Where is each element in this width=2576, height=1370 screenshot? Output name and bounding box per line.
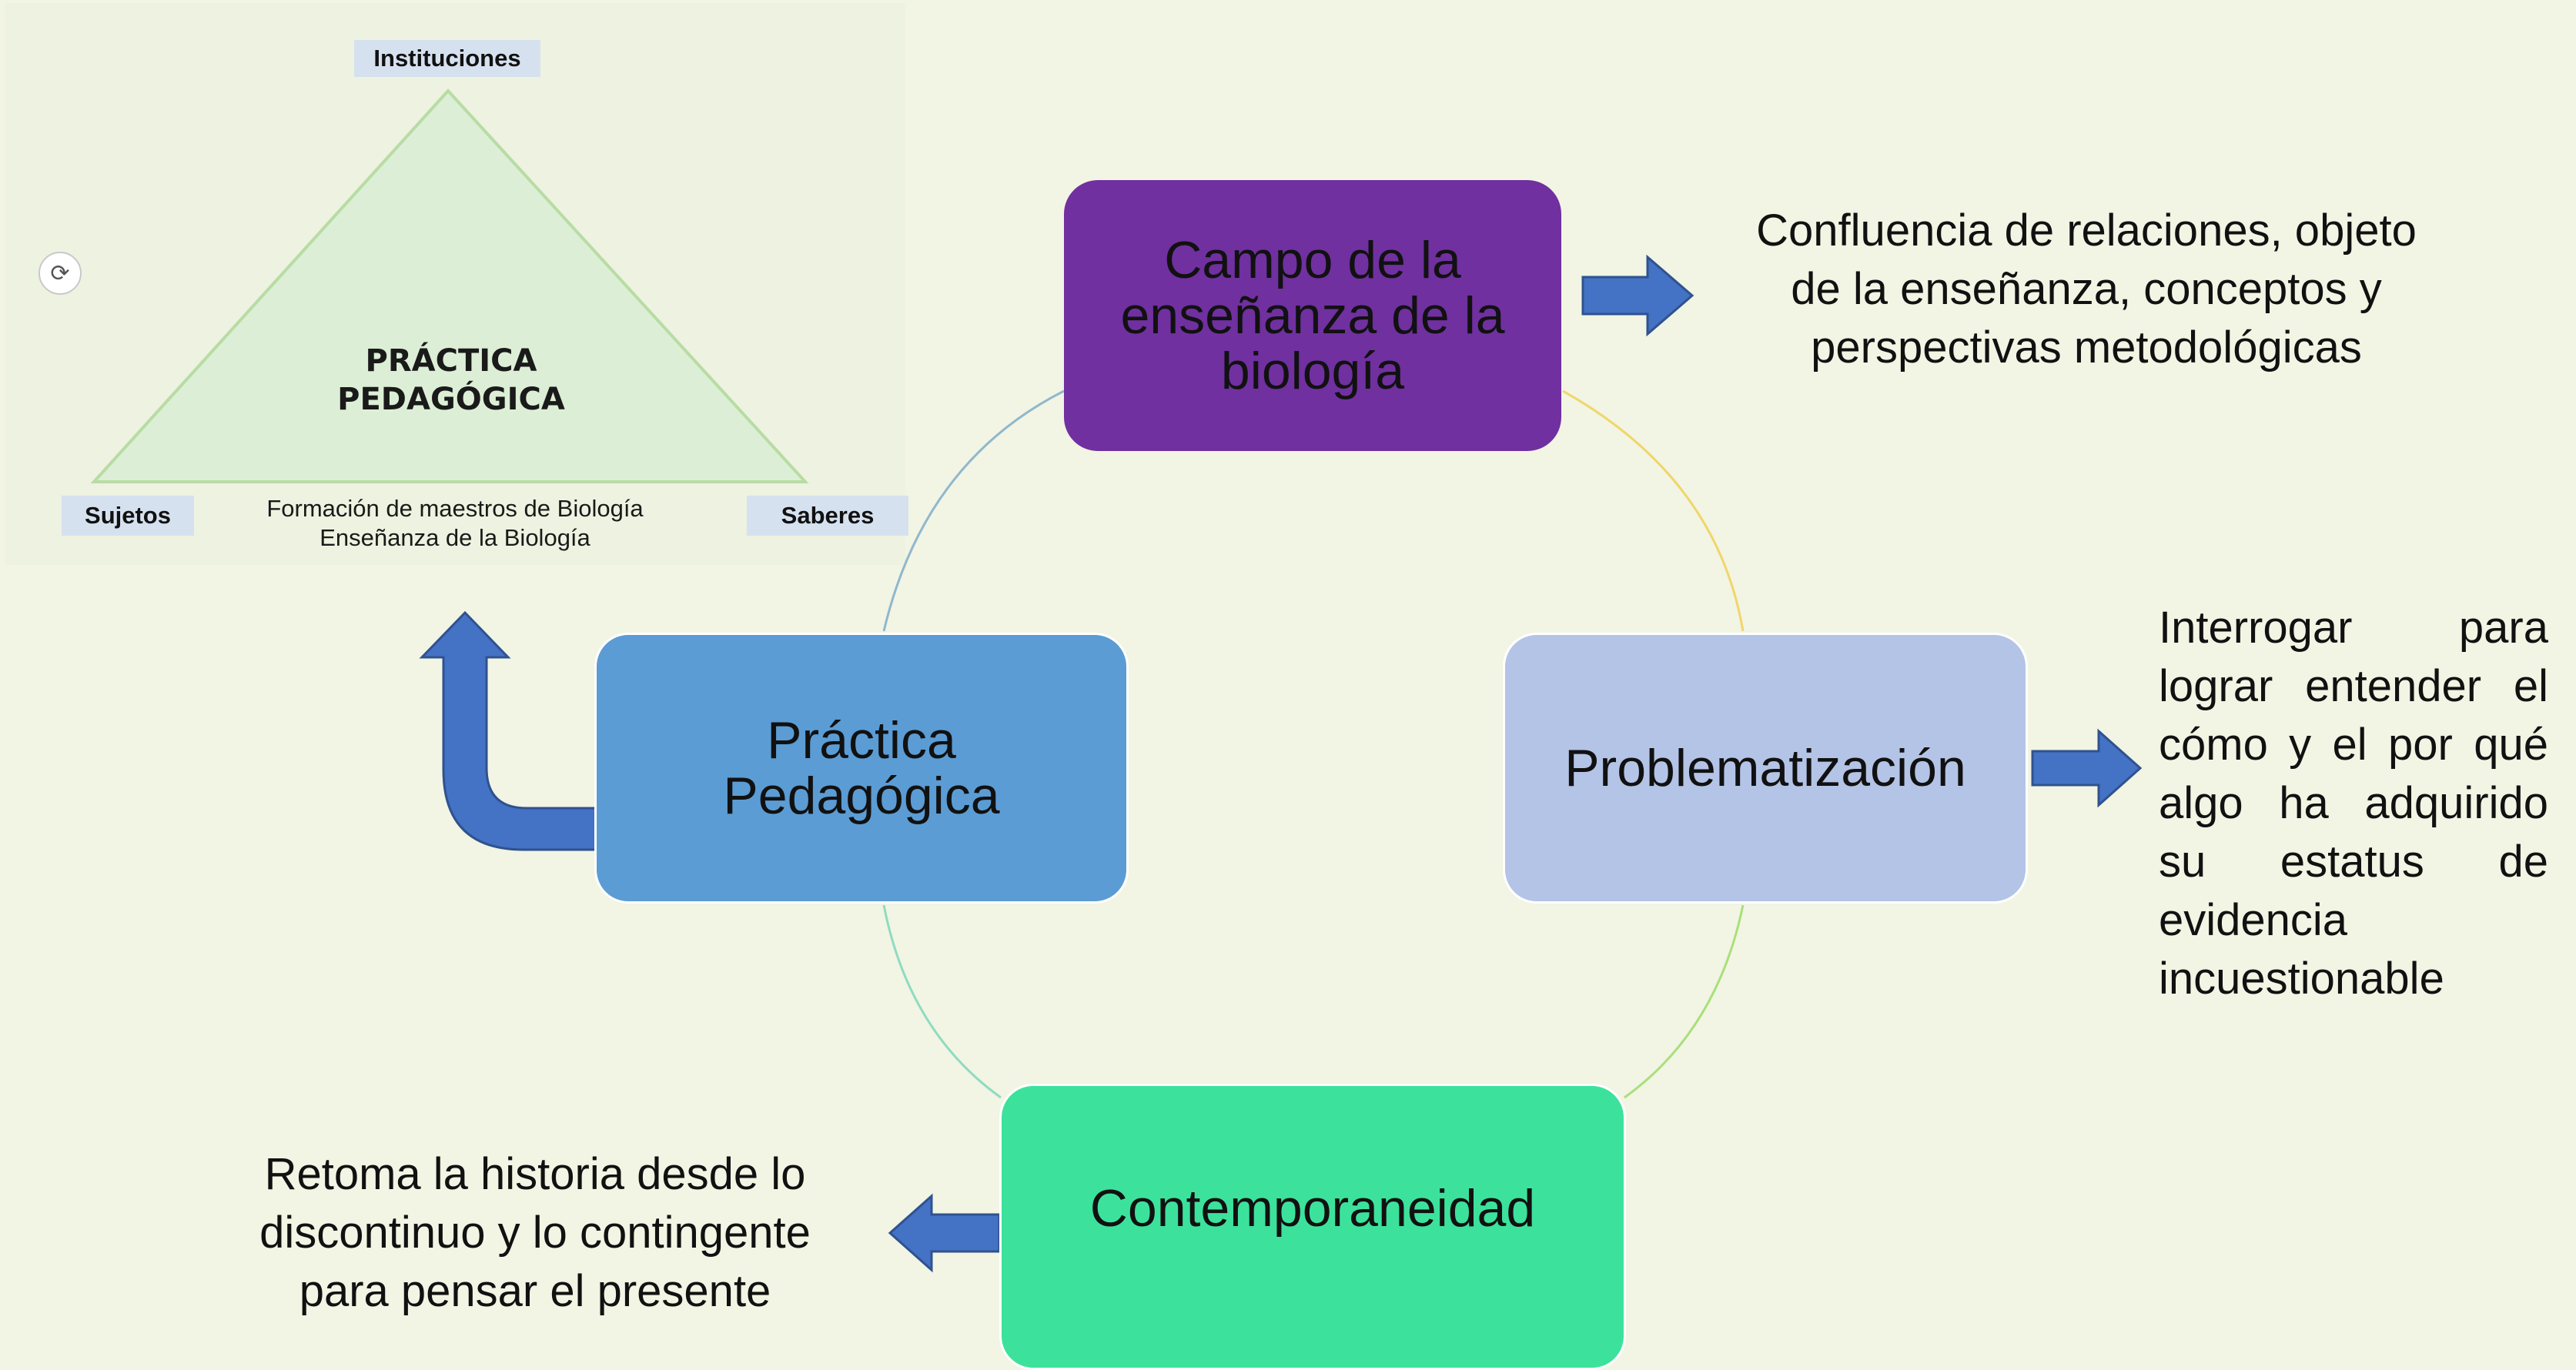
bottom-line-1: Formación de maestros de Biología: [266, 495, 644, 522]
arrow-right-problematizacion-icon: [2031, 728, 2143, 808]
node-campo-label: Campo de la enseñanza de la biología: [1120, 231, 1505, 400]
arc-bottom-left: [882, 904, 1002, 1099]
node-campo[interactable]: Campo de la enseñanza de la biología: [1064, 180, 1561, 451]
triangle-bottom-text: Formación de maestros de Biología Enseña…: [197, 494, 713, 553]
node-problematizacion-label: Problematización: [1564, 739, 1966, 797]
arc-top-left: [882, 389, 1065, 632]
label-sujetos: Sujetos: [62, 496, 194, 536]
refresh-icon[interactable]: ⟳: [38, 252, 82, 295]
cycle-arcs: [882, 389, 1745, 1099]
description-campo: Confluencia de relaciones, objeto de la …: [1756, 206, 2417, 373]
node-contemporaneidad-label: Contemporaneidad: [1089, 1179, 1536, 1238]
arc-bottom-right: [1624, 904, 1745, 1099]
triangle-shape: [90, 89, 809, 483]
bent-up-arrow-icon: [419, 610, 599, 851]
bottom-line-2: Enseñanza de la Biología: [319, 524, 590, 551]
pedagogical-triangle-inset: Instituciones Sujetos Saberes PRÁCTICA P…: [5, 3, 908, 565]
node-contemporaneidad[interactable]: Contemporaneidad: [999, 1084, 1626, 1370]
center-label-text: PRÁCTICA PEDAGÓGICA: [337, 343, 565, 417]
node-practica-label: Práctica Pedagógica: [723, 711, 1000, 825]
arrows-layer: [419, 254, 2143, 1273]
arrow-left-contemporaneidad-icon: [888, 1193, 1001, 1273]
triangle-center-label: PRÁCTICA PEDAGÓGICA: [266, 342, 636, 419]
description-problematizacion: Interrogar para lograr entender el cómo …: [2159, 603, 2548, 1004]
arrow-right-campo-icon: [1581, 254, 1694, 337]
node-problematizacion[interactable]: Problematización: [1503, 633, 2028, 904]
label-instituciones: Instituciones: [354, 40, 540, 77]
arc-top-right: [1562, 389, 1745, 632]
label-saberes: Saberes: [747, 496, 908, 536]
node-practica[interactable]: Práctica Pedagógica: [594, 633, 1129, 904]
description-contemporaneidad: Retoma la historia desde lo discontinuo …: [259, 1149, 811, 1316]
